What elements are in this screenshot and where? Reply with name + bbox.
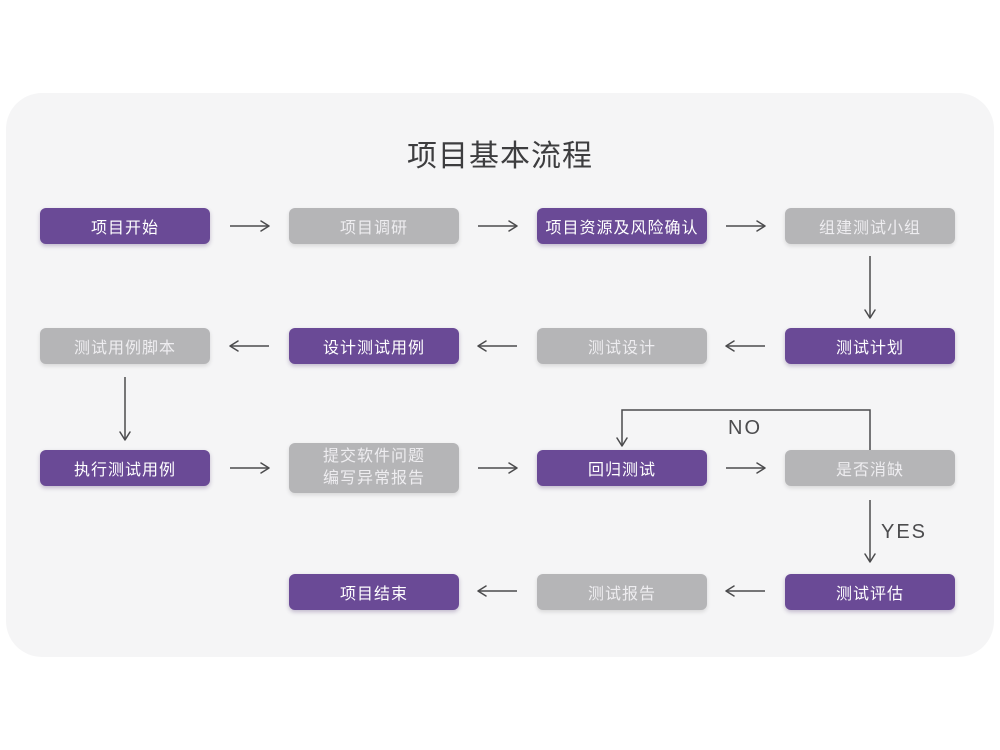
node-submit-issues-line1: 提交软件问题: [322, 448, 425, 465]
node-test-evaluate: 测试评估: [785, 574, 955, 610]
node-regression-test: 回归测试: [537, 450, 707, 486]
node-project-start: 项目开始: [40, 208, 210, 244]
node-defect-cleared: 是否消缺: [785, 450, 955, 486]
node-project-research: 项目调研: [289, 208, 459, 244]
node-design-cases: 设计测试用例: [289, 328, 459, 364]
node-submit-issues-line2: 编写异常报告: [322, 470, 425, 487]
node-project-end: 项目结束: [289, 574, 459, 610]
node-execute-cases: 执行测试用例: [40, 450, 210, 486]
page-title: 项目基本流程: [407, 140, 593, 173]
node-test-report: 测试报告: [537, 574, 707, 610]
node-case-script: 测试用例脚本: [40, 328, 210, 364]
node-build-test-team: 组建测试小组: [785, 208, 955, 244]
node-test-plan: 测试计划: [785, 328, 955, 364]
node-risk-confirm: 项目资源及风险确认: [537, 208, 707, 244]
flowchart-card: [6, 93, 994, 657]
node-submit-issues: 提交软件问题 编写异常报告: [289, 443, 459, 493]
node-test-design: 测试设计: [537, 328, 707, 364]
